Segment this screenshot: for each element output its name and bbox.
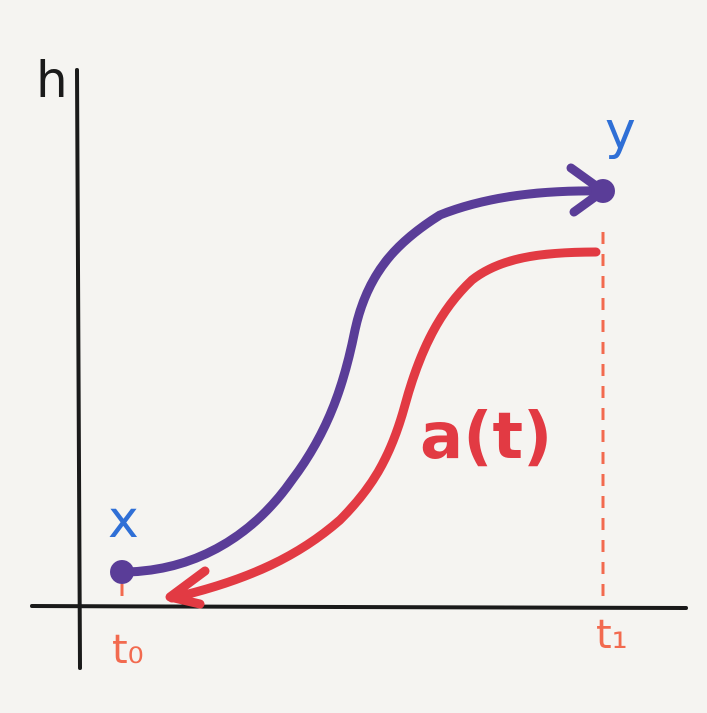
return-path-label: a(t) xyxy=(420,400,552,474)
forward-path xyxy=(110,163,615,584)
vertical-axis xyxy=(75,68,82,670)
tick-lines xyxy=(120,232,605,605)
return-path-curve xyxy=(167,247,601,603)
return-arrowhead xyxy=(165,566,210,609)
start-point-label: x xyxy=(108,490,139,550)
horizontal-axis xyxy=(30,604,688,610)
axes xyxy=(30,68,688,670)
forward-path-curve xyxy=(117,186,608,577)
tick-label-start: t₀ xyxy=(112,627,144,673)
vertical-axis-label: h xyxy=(36,51,68,109)
end-point-label: y xyxy=(605,101,636,161)
end-point-dot xyxy=(591,179,615,203)
start-point-dot xyxy=(110,560,134,584)
tick-label-end: t₁ xyxy=(596,612,628,658)
return-path xyxy=(165,247,601,609)
